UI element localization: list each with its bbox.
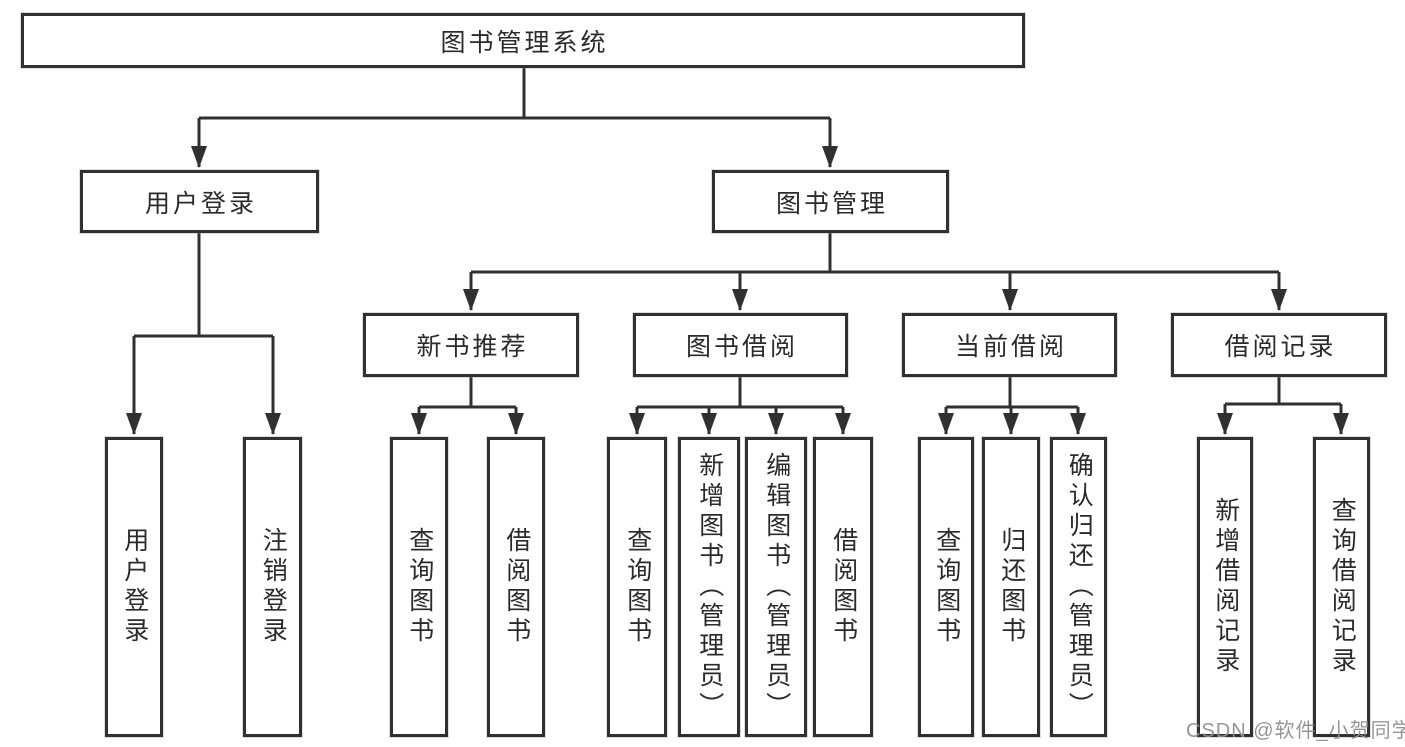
leaf-query-book-current-label: 查询图书 bbox=[932, 527, 961, 647]
node-borrow-record-label: 借阅记录 bbox=[1224, 333, 1337, 361]
leaf-user-login-label: 用户登录 bbox=[120, 527, 149, 647]
node-user-login: 用户登录 bbox=[80, 170, 319, 233]
leaf-add-borrow-record-label: 新增借阅记录 bbox=[1211, 497, 1240, 677]
leaf-borrow-book-rec-label: 借阅图书 bbox=[502, 527, 531, 647]
leaf-borrow-book-rec: 借阅图书 bbox=[487, 437, 545, 737]
leaf-add-book-admin: 新增图书（管理员） bbox=[678, 437, 740, 737]
leaf-logout-login: 注销登录 bbox=[243, 437, 302, 737]
leaf-query-borrow-record-label: 查询借阅记录 bbox=[1328, 497, 1357, 677]
node-book-mgmt: 图书管理 bbox=[712, 170, 949, 233]
leaf-query-book-rec-label: 查询图书 bbox=[405, 527, 434, 647]
leaf-query-book-current: 查询图书 bbox=[918, 437, 974, 737]
node-new-book-rec-label: 新书推荐 bbox=[416, 333, 529, 361]
leaf-borrow-book-borrow-label: 借阅图书 bbox=[829, 527, 858, 647]
leaf-add-book-admin-label: 新增图书（管理员） bbox=[695, 452, 724, 722]
leaf-confirm-return-admin: 确认归还（管理员） bbox=[1050, 437, 1107, 737]
node-book-borrow: 图书借阅 bbox=[633, 313, 848, 377]
leaf-return-book: 归还图书 bbox=[982, 437, 1040, 737]
node-new-book-rec: 新书推荐 bbox=[363, 313, 579, 377]
node-book-borrow-label: 图书借阅 bbox=[685, 333, 798, 361]
leaf-add-borrow-record: 新增借阅记录 bbox=[1197, 437, 1253, 737]
leaf-user-login: 用户登录 bbox=[105, 437, 163, 737]
node-root: 图书管理系统 bbox=[21, 13, 1025, 68]
leaf-return-book-label: 归还图书 bbox=[997, 527, 1026, 647]
node-current-borrow-label: 当前借阅 bbox=[954, 333, 1067, 361]
leaf-query-book-borrow-label: 查询图书 bbox=[623, 527, 652, 647]
node-user-login-label: 用户登录 bbox=[144, 189, 257, 218]
leaf-confirm-return-admin-label: 确认归还（管理员） bbox=[1065, 452, 1094, 722]
node-current-borrow: 当前借阅 bbox=[902, 313, 1117, 377]
leaf-edit-book-admin-label: 编辑图书（管理员） bbox=[762, 452, 791, 722]
leaf-borrow-book-borrow: 借阅图书 bbox=[813, 437, 873, 737]
leaf-logout-login-label: 注销登录 bbox=[259, 527, 288, 647]
node-borrow-record: 借阅记录 bbox=[1171, 313, 1387, 377]
leaf-query-book-borrow: 查询图书 bbox=[607, 437, 667, 737]
leaf-query-borrow-record: 查询借阅记录 bbox=[1313, 437, 1370, 737]
node-book-mgmt-label: 图书管理 bbox=[775, 189, 888, 218]
tree-spines bbox=[134, 66, 1341, 409]
csdn-watermark: CSDN @软件_小贺同学 bbox=[1186, 720, 1405, 742]
leaf-query-book-rec: 查询图书 bbox=[390, 437, 448, 737]
leaf-edit-book-admin: 编辑图书（管理员） bbox=[745, 437, 807, 737]
node-root-label: 图书管理系统 bbox=[440, 28, 609, 57]
